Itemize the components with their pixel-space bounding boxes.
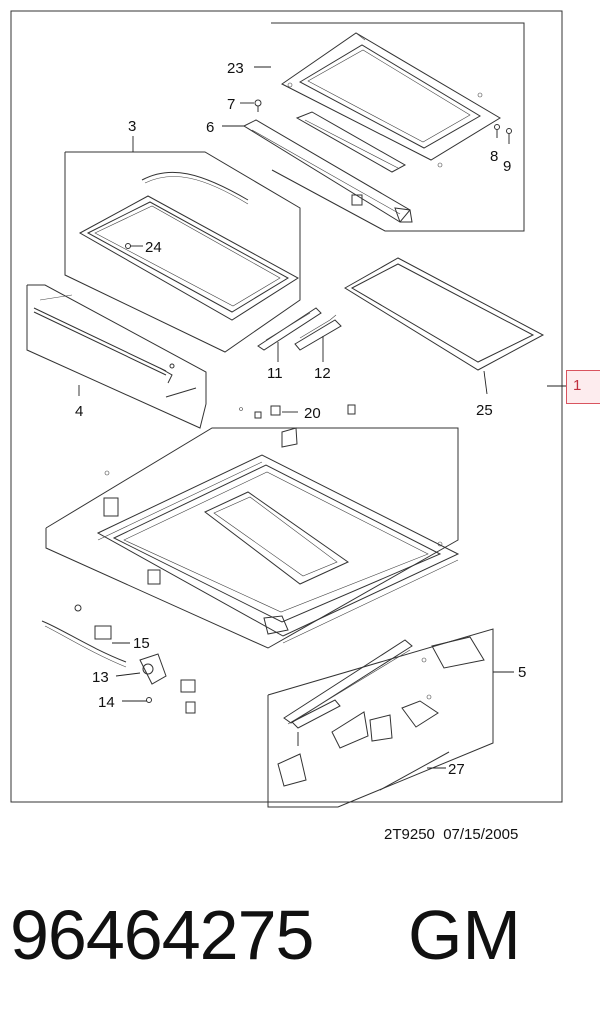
roof-seal	[344, 257, 545, 371]
callout-7: 7	[227, 96, 235, 113]
screw-14	[146, 697, 152, 703]
reference-tag-number: 1	[573, 377, 582, 394]
brand-name: GM	[408, 896, 521, 974]
callout-20: 20	[304, 405, 321, 422]
sunshade-assembly	[64, 151, 301, 353]
part-number: 96464275	[10, 896, 314, 974]
diagram-frame	[10, 10, 563, 803]
callout-4: 4	[75, 403, 83, 420]
wind-deflector	[242, 111, 413, 223]
callout-11: 11	[267, 365, 283, 382]
leader-lines	[78, 66, 566, 769]
callout-15: 15	[133, 635, 150, 652]
drawing-code: 2T9250 07/15/2005	[384, 826, 519, 843]
guide-rail-12	[294, 314, 342, 351]
callout-14: 14	[98, 694, 115, 711]
callout-24: 24	[145, 239, 162, 256]
callout-6: 6	[206, 119, 214, 136]
wiring-harness-15	[41, 604, 127, 668]
guide-rail-11	[257, 307, 322, 351]
callout-12: 12	[314, 365, 331, 382]
callout-9: 9	[503, 158, 511, 175]
motor-13	[139, 653, 196, 714]
screw-7	[254, 99, 262, 112]
drive-mechanism-5	[267, 628, 494, 808]
callout-3: 3	[128, 118, 136, 135]
clip-20	[239, 404, 356, 448]
callout-5: 5	[518, 664, 526, 681]
reference-tag: 1	[566, 370, 600, 404]
sunroof-frame-assembly	[45, 427, 460, 649]
glass-panel-assembly	[271, 22, 525, 232]
callout-8: 8	[490, 148, 498, 165]
bolts-8-9	[494, 124, 512, 144]
guide-rods	[26, 284, 207, 429]
callout-13: 13	[92, 669, 109, 686]
callout-23: 23	[227, 60, 244, 77]
callout-25: 25	[476, 402, 493, 419]
callout-27: 27	[448, 761, 465, 778]
